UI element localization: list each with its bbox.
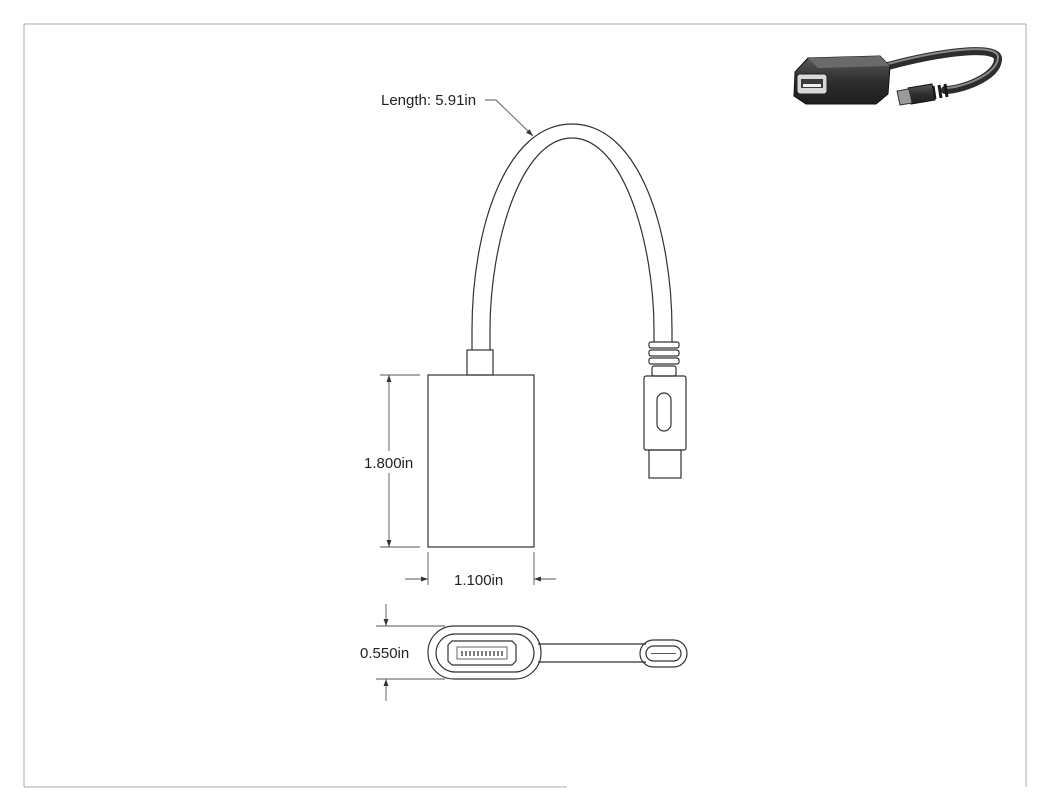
- thickness-dimension-label: 0.550in: [360, 645, 409, 662]
- height-dimension-label: 1.800in: [364, 455, 413, 472]
- sheet-border: [23, 23, 1027, 788]
- usb-otg-adapter-render-icon: [793, 47, 1002, 106]
- height-dimension: [380, 374, 420, 548]
- cable-length-leader: [485, 99, 534, 137]
- usb-port-end-view-icon: [427, 625, 688, 680]
- cable-length-label: Length: 5.91in: [381, 92, 476, 109]
- width-dimension: [405, 552, 556, 585]
- usb-a-female-to-micro-usb-adapter-icon: [427, 123, 687, 548]
- thickness-dimension: [376, 604, 445, 701]
- width-dimension-label: 1.100in: [454, 572, 503, 589]
